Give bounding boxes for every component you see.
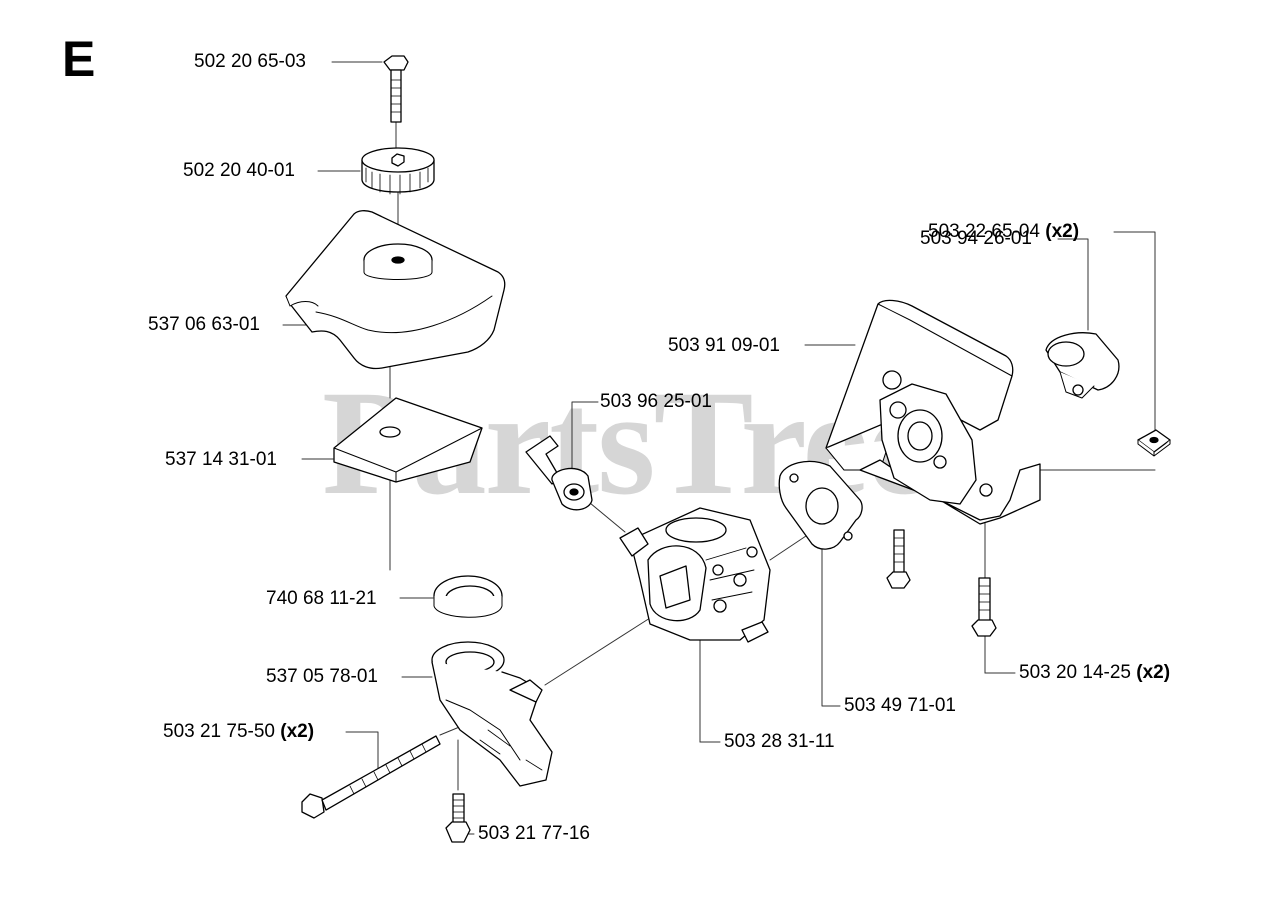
part-label: 503 94 26-01 [920,228,1032,249]
bracket-bolt-part [886,529,997,637]
part-label: 537 05 78-01 [266,666,378,687]
part-label: 503 20 14-25 (x2) [1019,662,1171,683]
square-nut-part [1137,429,1171,457]
bracket-part [825,299,1041,525]
part-label: 503 22 65-04 (x2) [928,221,1080,242]
part-label: 502 20 40-01 [183,160,295,181]
leader-lines [282,61,1156,835]
filter-pad-part [333,397,483,483]
bolt-part [383,55,409,123]
sleeve-part [1045,332,1120,399]
intake-adapter-part [431,641,553,787]
part-label: 503 49 71-01 [844,695,956,716]
carburetor-part [619,507,771,643]
part-label: 503 21 77-16 [478,823,590,844]
part-label: 503 28 31-11 [724,731,835,752]
seal-ring-part [433,575,503,618]
part-label: 502 20 65-03 [194,51,306,72]
part-label: 537 14 31-01 [165,449,277,470]
fitting-part [525,435,593,511]
gasket-part [778,460,863,550]
part-label: 503 21 75-50 (x2) [163,721,315,742]
long-bolt-part [301,735,441,819]
filter-cover-part [285,210,506,370]
knob-part [361,147,435,195]
section-letter: E [62,31,96,87]
short-bolt-part [445,793,471,843]
part-label: 503 96 25-01 [600,391,712,412]
part-label: 537 06 63-01 [148,314,260,335]
part-label: 740 68 11-21 [266,588,377,609]
part-label: 503 91 09-01 [668,335,780,356]
